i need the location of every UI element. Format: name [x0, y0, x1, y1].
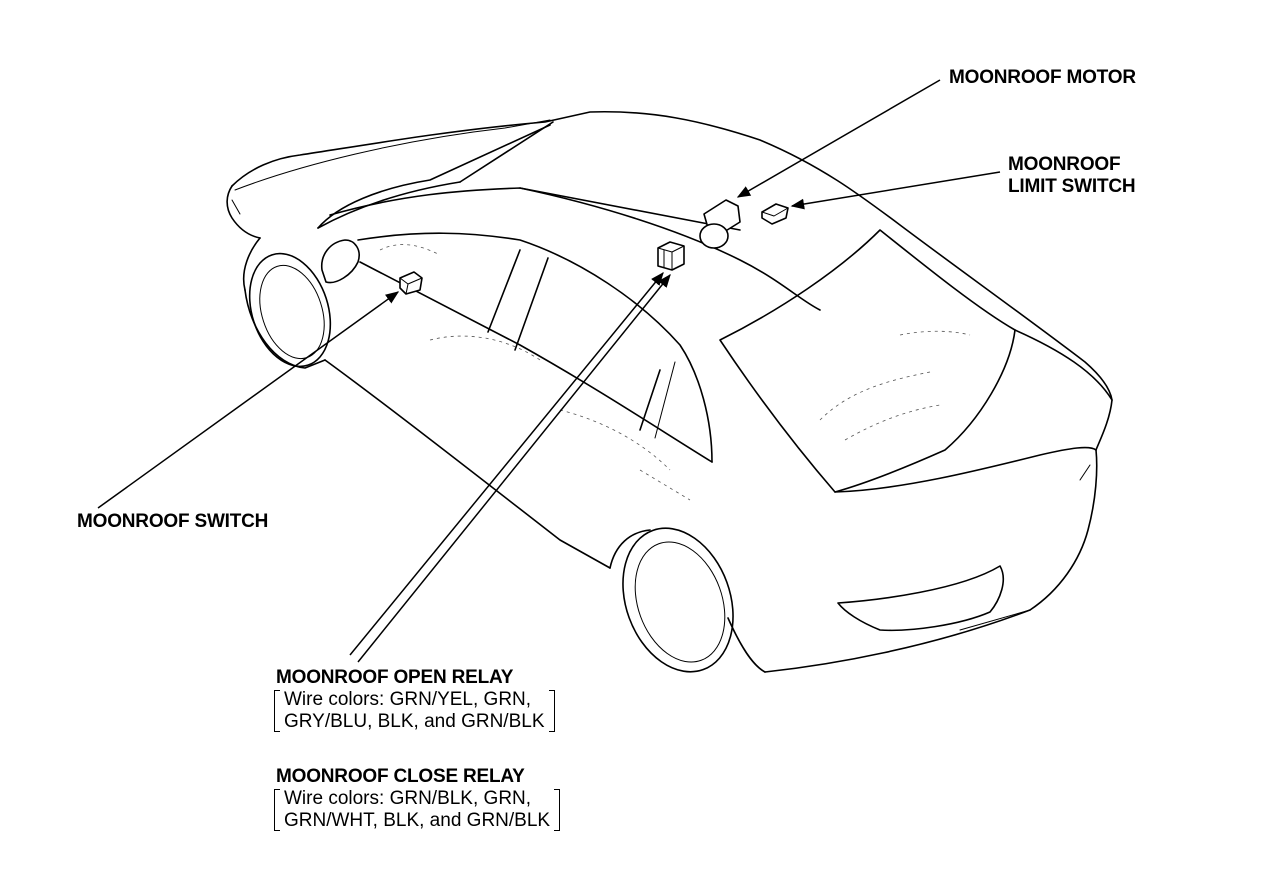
moonroof-switch-component	[399, 271, 423, 295]
moonroof-limit-switch-label: MOONROOF LIMIT SWITCH	[1008, 154, 1136, 198]
relay-components	[657, 241, 685, 271]
close-relay-wire-line2: GRN/WHT, BLK, and GRN/BLK	[284, 810, 551, 831]
open-relay-title: MOONROOF OPEN RELAY	[276, 667, 514, 688]
close-relay-title: MOONROOF CLOSE RELAY	[276, 766, 525, 787]
limit-switch-label-line2: LIMIT SWITCH	[1008, 176, 1136, 197]
open-relay-wire-colors: Wire colors: GRN/YEL, GRN, GRY/BLU, BLK,…	[274, 689, 555, 733]
car-body	[226, 110, 1113, 673]
close-relay-wire-line1: Wire colors: GRN/BLK, GRN,	[284, 788, 532, 809]
moonroof-motor-label: MOONROOF MOTOR	[949, 67, 1136, 88]
open-relay-leader	[349, 271, 664, 656]
moonroof-motor-component	[699, 199, 741, 249]
open-relay-wire-line2: GRY/BLU, BLK, and GRN/BLK	[284, 711, 545, 732]
motor-leader	[736, 79, 941, 198]
limit-switch-label-line1: MOONROOF	[1008, 154, 1121, 175]
open-relay-callout: MOONROOF OPEN RELAY Wire colors: GRN/YEL…	[274, 667, 555, 733]
close-relay-wire-colors: Wire colors: GRN/BLK, GRN, GRN/WHT, BLK,…	[274, 788, 561, 832]
moonroof-limit-switch-component	[761, 203, 789, 225]
close-relay-callout: MOONROOF CLOSE RELAY Wire colors: GRN/BL…	[274, 766, 561, 832]
close-relay-leader	[357, 273, 671, 663]
open-relay-wire-line1: Wire colors: GRN/YEL, GRN,	[284, 689, 532, 710]
limit-switch-leader	[790, 171, 1001, 210]
switch-leader	[97, 291, 400, 509]
moonroof-switch-label: MOONROOF SWITCH	[77, 511, 269, 532]
